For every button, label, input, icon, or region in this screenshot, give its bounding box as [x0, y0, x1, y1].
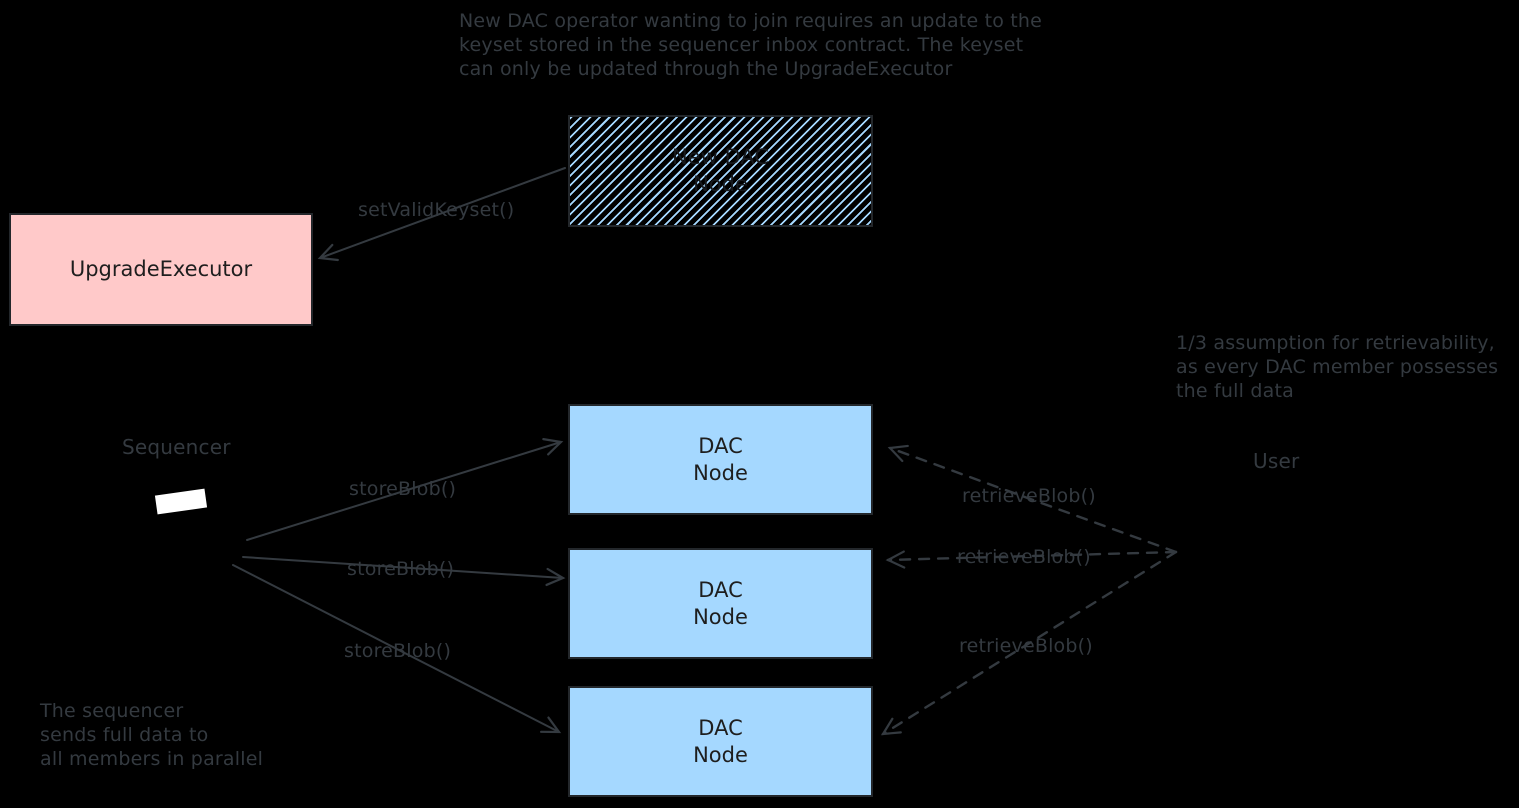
store-blob-label-1: storeBlob() — [349, 478, 457, 500]
store-blob-label-2: storeBlob() — [347, 558, 455, 580]
retrieve-blob-label-3: retrieveBlob() — [959, 635, 1093, 657]
upgrade-executor-label: UpgradeExecutor — [69, 257, 253, 281]
arrow-store-blob-2 — [242, 556, 566, 587]
note-sequencer-parallel: The sequencer sends full data to all mem… — [40, 700, 264, 770]
dac-node-label: DAC Node — [693, 433, 748, 485]
new-dac-node-label: New DAC Node — [672, 145, 769, 196]
dac-node-box-2: DAC Node — [568, 548, 873, 659]
dac-node-label: DAC Node — [693, 715, 748, 767]
sequencer-label: Sequencer — [122, 435, 231, 459]
dac-node-label: DAC Node — [693, 577, 748, 629]
note-retrievability-assumption: 1/3 assumption for retrievability, as ev… — [1176, 332, 1499, 402]
retrieve-blob-label-1: retrieveBlob() — [962, 485, 1096, 507]
arrow-retrieve-blob-1 — [887, 444, 1178, 554]
arrow-set-valid-keyset — [317, 167, 566, 262]
arrow-store-blob-1 — [246, 438, 564, 541]
upgrade-executor-box: UpgradeExecutor — [9, 213, 313, 326]
arrow-retrieve-blob-2 — [885, 550, 1178, 569]
dac-node-box-3: DAC Node — [568, 686, 873, 797]
retrieve-blob-label-2: retrieveBlob() — [957, 546, 1091, 568]
store-blob-label-3: storeBlob() — [344, 640, 452, 662]
arrow-retrieve-blob-3 — [880, 550, 1178, 736]
note-keyset-update: New DAC operator wanting to join require… — [459, 10, 1043, 80]
user-label: User — [1253, 449, 1300, 473]
dac-node-box-1: DAC Node — [568, 404, 873, 515]
arrow-store-blob-3 — [232, 564, 562, 734]
set-valid-keyset-label: setValidKeyset() — [358, 199, 515, 221]
new-dac-node-box: New DAC Node — [568, 115, 873, 227]
